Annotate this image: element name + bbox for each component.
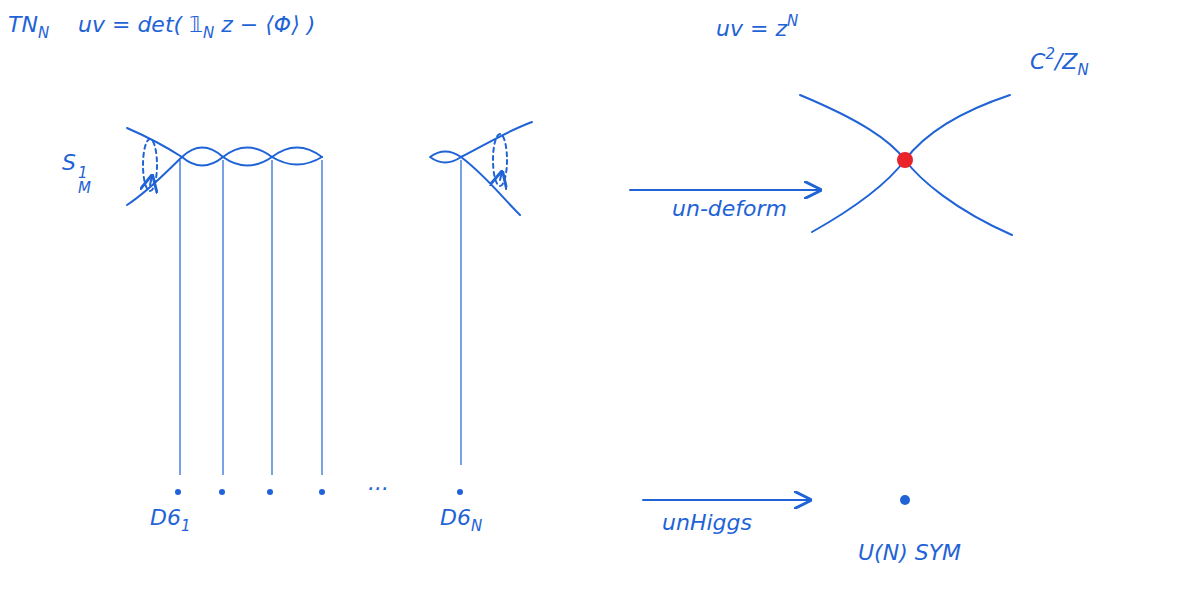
math-label: un-deform <box>672 196 787 222</box>
label-text: ... <box>368 470 389 495</box>
lobe-chain-lower <box>182 157 322 166</box>
lobe-chain-upper <box>182 148 322 158</box>
math-label: U(N) SYM <box>858 540 961 566</box>
superscript: N <box>787 12 798 30</box>
label-text: TN <box>8 12 38 37</box>
singular-point <box>897 152 913 168</box>
math-label: ... <box>368 470 389 496</box>
subscript: N <box>471 517 482 535</box>
subscript: N <box>38 24 49 42</box>
math-label: D6N <box>440 505 482 535</box>
label-text: D6 <box>440 505 471 530</box>
label-text: z − ⟨Φ⟩ ) <box>214 12 315 37</box>
label-text: S <box>62 150 76 175</box>
lobe-right <box>430 152 461 163</box>
math-label: C2/ZN <box>1030 45 1089 79</box>
label-text: C <box>1030 49 1045 74</box>
index-stack: 1M <box>78 166 91 196</box>
d6-dots <box>175 489 910 505</box>
label-text: un-deform <box>672 196 787 221</box>
cone-lower <box>812 160 1012 235</box>
math-label: D61 <box>150 505 190 535</box>
superscript: 2 <box>1045 45 1055 63</box>
label-text: U(N) SYM <box>858 540 961 565</box>
math-label: uv = zN <box>716 12 798 42</box>
fiber-arrow <box>500 172 502 180</box>
label-text: /Z <box>1055 49 1077 74</box>
subscript: N <box>1077 61 1088 79</box>
d6-lines <box>180 160 461 475</box>
label-text: D6 <box>150 505 181 530</box>
arrow <box>630 189 820 191</box>
math-label: S1M <box>62 150 91 196</box>
subscript: N <box>203 24 214 42</box>
label-text: uv = z <box>716 16 787 41</box>
arrow <box>643 499 810 501</box>
label-text: uv = det( 𝟙 <box>78 12 203 37</box>
label-text: unHiggs <box>662 510 752 535</box>
cone-upper <box>800 95 1010 160</box>
fiber-arrow <box>150 176 152 185</box>
subscript: 1 <box>181 517 191 535</box>
index: M <box>78 181 91 196</box>
math-label: TNN <box>8 12 49 42</box>
circle-fiber <box>493 134 507 186</box>
trumpet-right-lower <box>461 157 520 215</box>
math-label: uv = det( 𝟙N z − ⟨Φ⟩ ) <box>78 12 315 42</box>
circle-fiber <box>143 139 157 191</box>
index: 1 <box>78 166 91 181</box>
math-label: unHiggs <box>662 510 752 536</box>
